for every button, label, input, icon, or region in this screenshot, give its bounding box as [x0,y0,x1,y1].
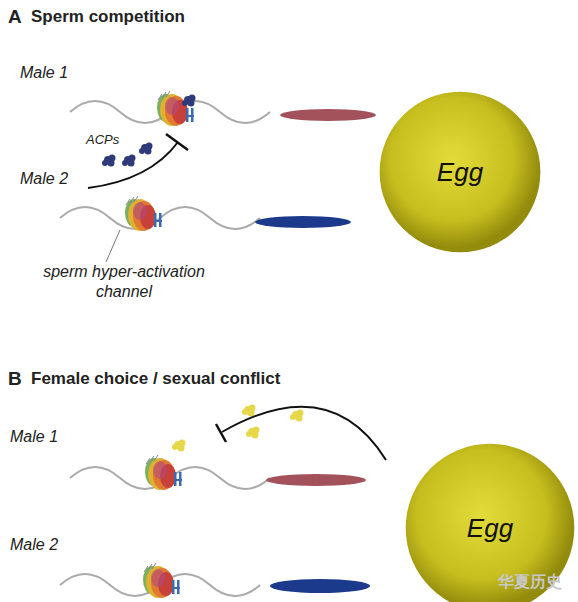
acp-protein [139,143,153,155]
channel-symbol [125,196,162,231]
male-label: Male 2 [10,536,58,554]
acp-label: ACPs [86,132,119,147]
inhibition-arc [88,142,178,188]
egg-ligand [290,410,304,422]
channel-symbol [143,563,180,598]
male-label: Male 2 [20,170,68,188]
inhibition-bar [216,424,226,442]
sperm-head [280,109,376,121]
channel-symbol [145,455,182,490]
egg-ligand [246,427,260,439]
inhibition-arc [222,407,386,460]
channel-label: sperm hyper-activation channel [24,262,224,302]
panel-letter: B [8,368,22,390]
egg-ligand [172,440,186,452]
panel-title: Sperm competition [31,7,185,27]
male-label: Male 1 [20,64,68,82]
sperm-head [266,474,366,486]
panel-title: Female choice / sexual conflict [31,369,280,389]
panel-letter: A [8,6,22,28]
egg-ligand [242,405,256,417]
sperm-head [270,579,370,593]
node-text: Egg [378,157,542,188]
egg-cell: Egg [378,90,542,254]
inhibition-bar [166,134,188,150]
watermark: 华夏历史 [498,572,562,593]
sperm-head [255,216,351,228]
leader-line [106,230,120,262]
male-label: Male 1 [10,428,58,446]
acp-protein [102,155,116,167]
acp-protein [122,155,136,167]
acp-protein [182,95,196,107]
node-text: Egg [404,513,576,544]
